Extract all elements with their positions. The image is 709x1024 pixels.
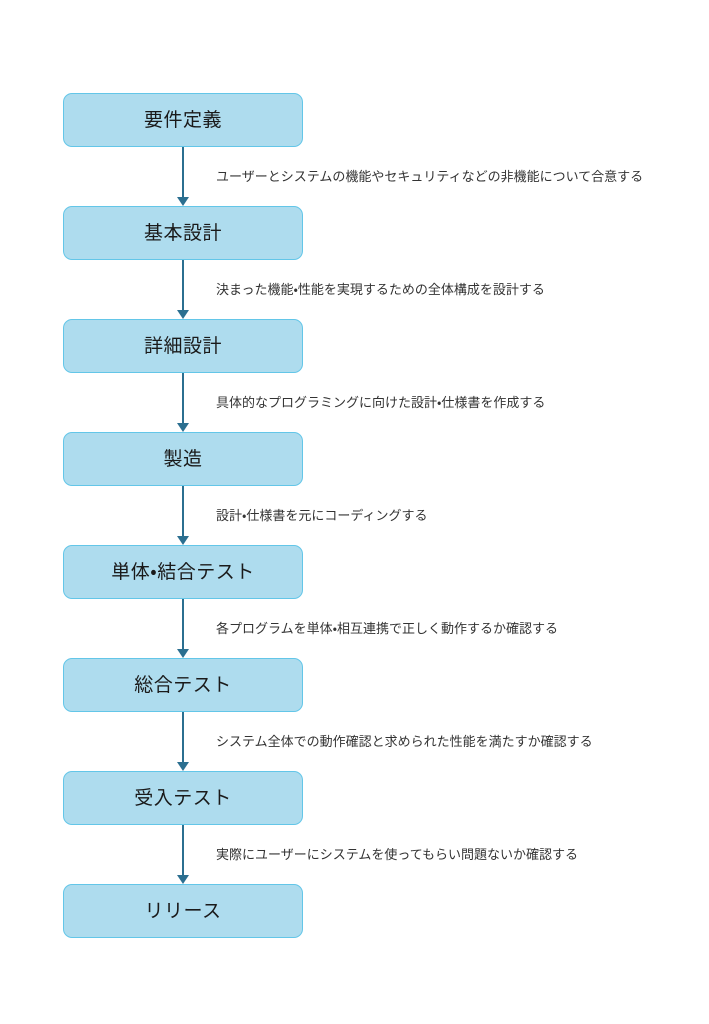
edge-line-manufacturing-to-unit-integration-test [182,486,184,537]
arrow-head-icon [177,649,189,658]
edge-label-unit-integration-test-to-system-test: 各プログラムを単体・相互連携で正しく動作するか確認する [216,621,559,636]
edge-label-basic-design-to-detailed-design: 決まった機能・性能を実現するための全体構成を設計する [216,282,545,297]
node-label: 受入テスト [134,787,232,809]
node-detailed-design[interactable]: 詳細設計 [63,319,303,373]
node-label: 製造 [163,448,203,470]
node-acceptance-test[interactable]: 受入テスト [63,771,303,825]
edge-line-system-test-to-acceptance-test [182,712,184,763]
arrow-head-icon [177,536,189,545]
edge-line-detailed-design-to-manufacturing [182,373,184,424]
node-label: 総合テスト [134,674,232,696]
arrow-head-icon [177,875,189,884]
node-manufacturing[interactable]: 製造 [63,432,303,486]
node-system-test[interactable]: 総合テスト [63,658,303,712]
arrow-head-icon [177,310,189,319]
node-label: リリース [144,900,222,922]
node-release[interactable]: リリース [63,884,303,938]
node-label: 詳細設計 [143,335,222,357]
edge-label-detailed-design-to-manufacturing: 具体的なプログラミングに向けた設計・仕様書を作成する [216,395,546,410]
arrow-head-icon [177,762,189,771]
edge-line-requirements-to-basic-design [182,147,184,198]
node-basic-design[interactable]: 基本設計 [63,206,303,260]
arrow-head-icon [177,197,189,206]
node-label: 要件定義 [143,109,222,131]
edge-label-acceptance-test-to-release: 実際にユーザーにシステムを使ってもらい問題ないか確認する [216,847,579,862]
edge-label-requirements-to-basic-design: ユーザーとシステムの機能やセキュリティなどの非機能について合意する [216,169,644,184]
node-requirements[interactable]: 要件定義 [63,93,303,147]
node-label: 単体・結合テスト [111,561,255,583]
edge-line-acceptance-test-to-release [182,825,184,876]
edge-label-system-test-to-acceptance-test: システム全体での動作確認と求められた性能を満たすか確認する [216,734,593,749]
edge-line-basic-design-to-detailed-design [182,260,184,311]
arrow-head-icon [177,423,189,432]
edge-line-unit-integration-test-to-system-test [182,599,184,650]
node-label: 基本設計 [143,222,222,244]
node-unit-integration-test[interactable]: 単体・結合テスト [63,545,303,599]
edge-label-manufacturing-to-unit-integration-test: 設計・仕様書を元にコーディングする [216,508,428,523]
